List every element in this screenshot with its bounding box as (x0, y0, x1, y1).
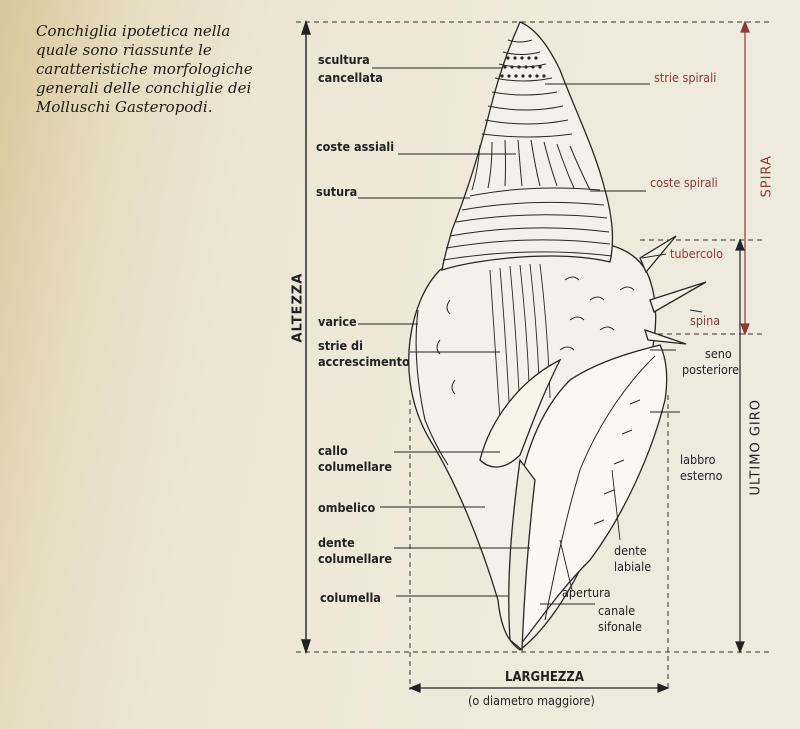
label-larghezza: LARGHEZZA (505, 670, 584, 685)
leader-lines (358, 67, 703, 605)
label-esterno: esterno (680, 468, 723, 483)
label-strie-spirali: strie spirali (654, 70, 717, 85)
label-sifonale: sifonale (598, 619, 642, 634)
label-columellare: columellare (318, 459, 393, 474)
label-accrescimento: accrescimento (318, 354, 410, 369)
label-tubercolo: tubercolo (670, 246, 724, 261)
label-strie-di: strie di (318, 338, 363, 353)
label-cancellata: cancellata (318, 70, 383, 85)
label-spina: spina (690, 313, 721, 328)
label-varice: varice (318, 314, 357, 329)
ultimo-giro-arrow (735, 238, 745, 654)
label-dente-labiale-1: dente (614, 543, 647, 558)
label-ombelico: ombelico (318, 500, 376, 515)
spira-arrow (740, 20, 750, 336)
label-scultura: scultura (318, 52, 370, 67)
label-columella: columella (320, 590, 381, 605)
label-dente-labiale-2: labiale (614, 559, 652, 574)
altezza-arrow (301, 19, 311, 655)
shell-illustration (408, 21, 707, 652)
label-ultimo-giro: ULTIMO GIRO (748, 399, 764, 496)
label-dente-columellare: columellare (318, 551, 393, 566)
label-larghezza-note: (o diametro maggiore) (468, 693, 595, 708)
label-sutura: sutura (316, 184, 358, 199)
label-seno: seno (705, 346, 732, 361)
label-coste-spirali: coste spirali (650, 175, 718, 190)
larghezza-arrow (408, 683, 670, 693)
label-callo: callo (318, 443, 348, 458)
label-dente: dente (318, 535, 355, 550)
dimension-guides (296, 21, 770, 690)
label-canale: canale (598, 603, 636, 618)
label-spira: SPIRA (759, 155, 775, 198)
label-posteriore: posteriore (682, 362, 740, 377)
label-labbro: labbro (680, 452, 716, 467)
label-coste-assiali: coste assiali (316, 139, 395, 154)
caption: Conchiglia ipotetica nella quale sono ri… (36, 22, 253, 116)
label-apertura: apertura (562, 585, 611, 600)
label-altezza: ALTEZZA (290, 272, 306, 343)
